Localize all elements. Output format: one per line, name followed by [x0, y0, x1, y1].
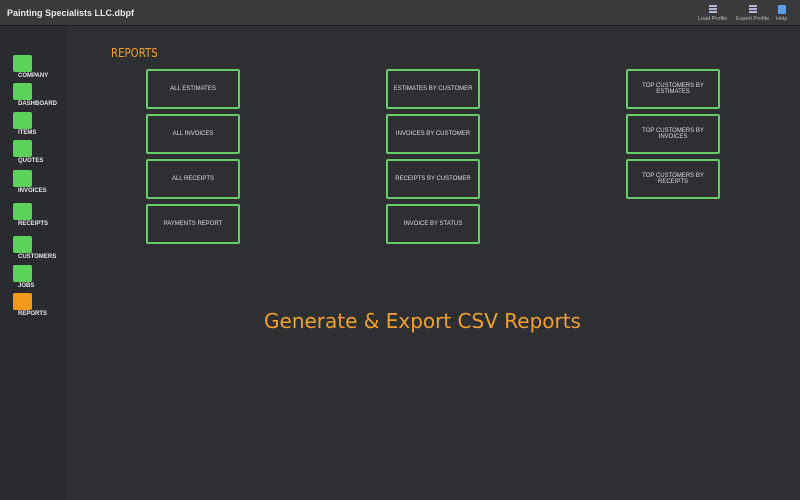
report-button-top-customers-by-receipts[interactable]: TOP CUSTOMERS BY RECEIPTS — [626, 159, 720, 199]
window-title: Painting Specialists LLC.dbpf — [7, 8, 135, 18]
sidebar-item-items[interactable]: ITEMS — [13, 112, 63, 136]
report-button-receipts-by-customer[interactable]: RECEIPTS BY CUSTOMER — [386, 159, 480, 199]
sidebar-item-invoices[interactable]: INVOICES — [13, 170, 63, 194]
report-button-all-estimates[interactable]: ALL ESTIMATES — [146, 69, 240, 109]
load-profile-button[interactable]: Load Profile — [698, 5, 727, 22]
sidebar-item-receipts[interactable]: RECEIPTS — [13, 203, 63, 227]
report-button-all-invoices[interactable]: ALL INVOICES — [146, 114, 240, 154]
sidebar-item-label: ITEMS — [18, 130, 37, 136]
export-profile-icon — [748, 5, 757, 14]
sidebar-item-label: INVOICES — [18, 188, 47, 194]
report-button-estimates-by-customer[interactable]: ESTIMATES BY CUSTOMER — [386, 69, 480, 109]
report-button-payments-report[interactable]: PAYMENTS REPORT — [146, 204, 240, 244]
customer-folder-icon — [13, 236, 32, 253]
sidebar-item-label: JOBS — [18, 283, 35, 289]
report-icon — [13, 293, 32, 310]
building-icon — [13, 55, 32, 72]
speedometer-icon — [13, 83, 32, 100]
report-button-invoices-by-customer[interactable]: INVOICES BY CUSTOMER — [386, 114, 480, 154]
report-button-top-customers-by-invoices[interactable]: TOP CUSTOMERS BY INVOICES — [626, 114, 720, 154]
page-title: REPORTS — [111, 46, 158, 60]
receipt-dollar-icon — [13, 203, 32, 220]
sidebar-item-label: RECEIPTS — [18, 221, 49, 227]
report-button-top-customers-by-estimates[interactable]: TOP CUSTOMERS BY ESTIMATES — [626, 69, 720, 109]
sidebar-item-customers[interactable]: CUSTOMERS — [13, 236, 63, 260]
load-profile-label: Load Profile — [698, 16, 728, 22]
report-button-invoice-by-status[interactable]: INVOICE BY STATUS — [386, 204, 480, 244]
jobs-list-icon — [13, 265, 32, 282]
sidebar-item-jobs[interactable]: JOBS — [13, 265, 63, 289]
sidebar-item-quotes[interactable]: QUOTES — [13, 140, 63, 164]
tagline: Generate & Export CSV Reports — [264, 309, 581, 333]
calculator-document-icon — [13, 140, 32, 157]
sidebar-item-label: CUSTOMERS — [18, 254, 57, 260]
title-bar: Painting Specialists LLC.dbpf Load Profi… — [0, 0, 800, 26]
sidebar-item-label: COMPANY — [18, 73, 49, 79]
sidebar: COMPANY DASHBOARD ITEMS QUOTES INVOICES RECEI… — [0, 27, 66, 500]
help-label: Help — [776, 16, 788, 22]
help-button[interactable]: Help — [776, 5, 787, 22]
invoice-icon — [13, 170, 32, 187]
sidebar-item-label: QUOTES — [18, 158, 44, 164]
export-profile-label: Export Profile — [736, 16, 770, 22]
export-profile-button[interactable]: Export Profile — [736, 5, 769, 22]
sidebar-item-company[interactable]: COMPANY — [13, 55, 63, 79]
sidebar-item-dashboard[interactable]: DASHBOARD — [13, 83, 63, 107]
report-button-all-receipts[interactable]: ALL RECEIPTS — [146, 159, 240, 199]
help-icon — [777, 5, 786, 14]
sidebar-item-label: REPORTS — [18, 311, 48, 317]
load-profile-icon — [708, 5, 717, 14]
sidebar-item-reports[interactable]: REPORTS — [13, 293, 63, 317]
sidebar-item-label: DASHBOARD — [18, 101, 57, 107]
numbered-list-icon — [13, 112, 32, 129]
